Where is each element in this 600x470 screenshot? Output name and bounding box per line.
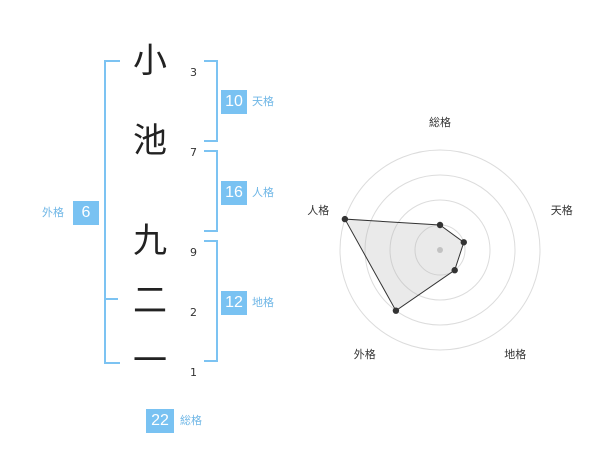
chikaku-label: 地格 xyxy=(252,296,274,309)
stroke-count-1: 3 xyxy=(190,66,197,79)
name-char-2: 池 xyxy=(133,121,167,161)
gaikaku-badge: 6 xyxy=(73,201,99,225)
radar-axis-label-1: 総格 xyxy=(429,116,451,129)
name-char-4: 二 xyxy=(133,281,167,321)
radar-point-5 xyxy=(341,215,349,223)
name-char-5: 一 xyxy=(133,341,167,381)
radar-point-1 xyxy=(436,221,444,229)
name-char-1: 小 xyxy=(133,41,167,81)
radar-polygon xyxy=(344,218,465,312)
radar-axis-label-5: 人格 xyxy=(307,204,330,218)
tenkaku-label: 天格 xyxy=(252,95,274,108)
gaikaku-bracket xyxy=(104,60,120,364)
stroke-count-5: 1 xyxy=(190,366,197,379)
radar-axis-label-3: 地格 xyxy=(504,347,527,361)
chikaku-bracket xyxy=(204,240,218,362)
soukaku-label: 総格 xyxy=(180,414,202,427)
radar-axis-label-4: 外格 xyxy=(353,347,376,361)
radar-center-dot xyxy=(437,247,443,253)
radar-point-3 xyxy=(451,267,458,274)
stroke-count-3: 9 xyxy=(190,246,197,259)
radar-ring-3 xyxy=(364,174,516,326)
jinkaku-bracket xyxy=(204,150,218,232)
tenkaku-badge: 10 xyxy=(221,90,247,114)
chikaku-badge: 12 xyxy=(221,291,247,315)
radar-ring-4 xyxy=(339,149,541,351)
gaikaku-label: 外格 xyxy=(42,206,64,219)
radar-point-2 xyxy=(460,239,467,246)
radar-ring-2 xyxy=(389,199,491,301)
stroke-count-2: 7 xyxy=(190,146,197,159)
stroke-count-4: 2 xyxy=(190,306,197,319)
name-char-3: 九 xyxy=(133,221,167,261)
gaikaku-bracket-tick xyxy=(104,298,118,300)
jinkaku-badge: 16 xyxy=(221,181,247,205)
radar-point-4 xyxy=(392,307,400,314)
radar-axis-label-2: 天格 xyxy=(550,204,573,218)
tenkaku-bracket xyxy=(204,60,218,142)
jinkaku-label: 人格 xyxy=(252,186,274,199)
soukaku-badge: 22 xyxy=(146,409,174,433)
